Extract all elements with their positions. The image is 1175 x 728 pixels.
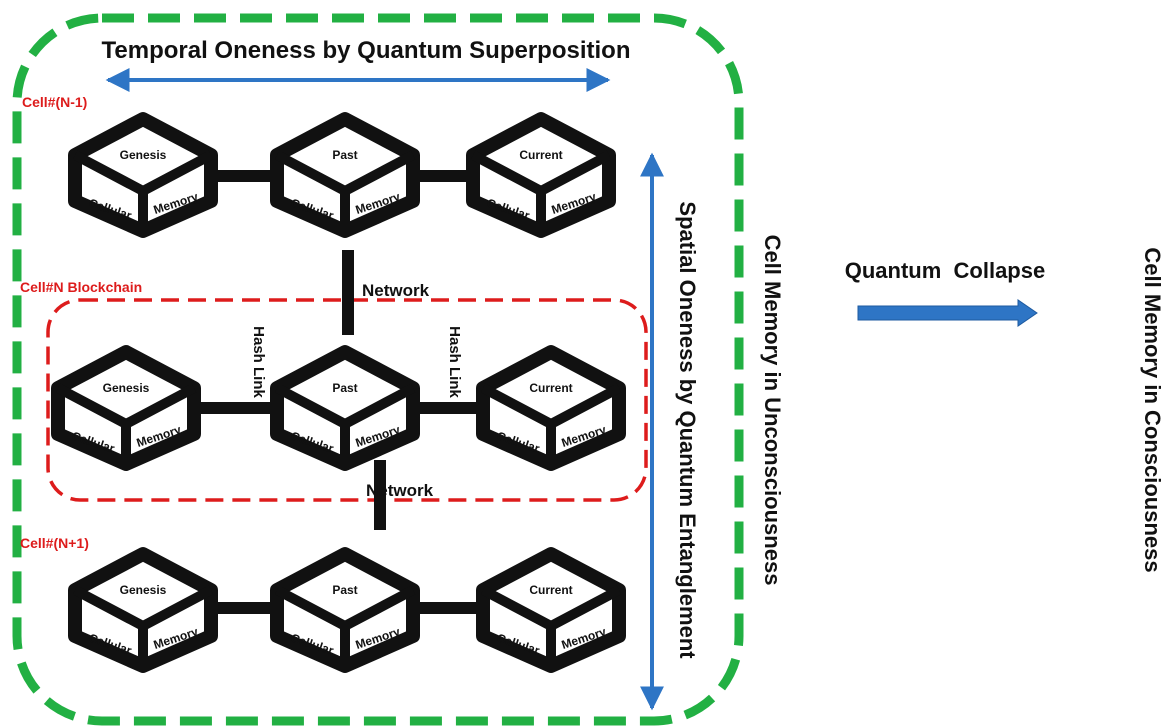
block-name: Past (332, 148, 357, 162)
temporal-title: Temporal Oneness by Quantum Superpositio… (102, 37, 631, 64)
unconscious-title: Cell Memory in Unconsciousness (760, 235, 785, 586)
block-name: Past (332, 381, 357, 395)
network-label-lower: Network (366, 481, 434, 500)
block-name: Past (332, 583, 357, 597)
block-name: Genesis (103, 381, 150, 395)
hash-link-label-left: Hash Link (250, 326, 267, 398)
conscious-title: Cell Memory in Consciousness (1140, 247, 1165, 572)
spatial-title: Spatial Oneness by Quantum Entanglement (675, 201, 700, 659)
block-name: Current (529, 381, 572, 395)
row-label-next: Cell#(N+1) (20, 535, 89, 551)
block-name: Current (519, 148, 562, 162)
collapse-label: Quantum Collapse (845, 258, 1045, 283)
network-label-upper: Network (362, 281, 430, 300)
block-name: Genesis (120, 148, 167, 162)
hash-link-label-right: Hash Link (446, 326, 463, 398)
row-label-prev: Cell#(N-1) (22, 94, 87, 110)
collapse-arrow (857, 299, 1038, 327)
unconscious-frame (12, 13, 744, 726)
block-name: Current (529, 583, 572, 597)
row-label-current: Cell#N Blockchain (20, 279, 142, 295)
block-name: Genesis (120, 583, 167, 597)
